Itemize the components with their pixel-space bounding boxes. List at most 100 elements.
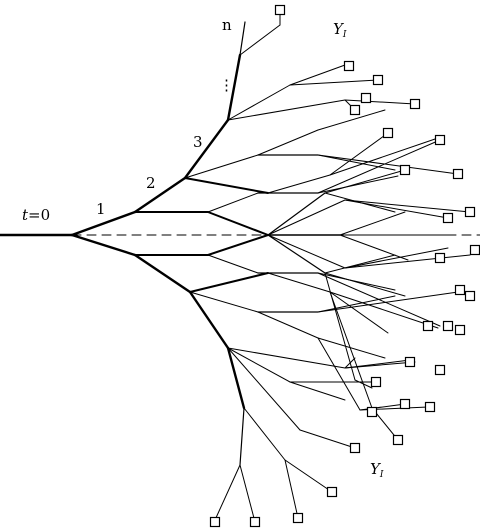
terminal-node (442, 320, 454, 332)
tree-edge (344, 199, 449, 219)
tree-edge (317, 154, 459, 175)
tree-edge (344, 247, 449, 269)
tree-edge (227, 347, 291, 383)
tree-edge (227, 99, 346, 121)
tree-edge (70, 233, 137, 257)
tree-edge (317, 272, 396, 291)
terminal-node (442, 212, 454, 224)
tree-edge (324, 169, 406, 194)
tree-edge (257, 129, 319, 156)
terminal-node (343, 60, 355, 72)
tree-edge (184, 154, 259, 179)
stage-label-3: 3 (193, 133, 203, 151)
terminal-node (326, 486, 338, 498)
tree-edge (239, 407, 245, 466)
tree-edge (183, 118, 230, 180)
tree-edge (214, 464, 241, 521)
tree-edge (239, 21, 246, 56)
tree-edge (324, 254, 396, 274)
tree-edge (329, 137, 439, 176)
tree-edge (207, 254, 259, 274)
tree-edge (239, 24, 281, 56)
terminal-node (424, 401, 436, 413)
tree-edge (184, 177, 269, 194)
tree-edge (189, 272, 269, 293)
tree-edge (339, 211, 406, 236)
terminal-node (464, 206, 476, 218)
tree-edge (207, 234, 269, 256)
terminal-node (399, 398, 411, 410)
tree-edge (207, 192, 259, 213)
tree-edge (267, 199, 346, 236)
tree-edge (227, 347, 301, 431)
tree-edge (317, 154, 396, 171)
stage-label-0: t=0 (22, 206, 50, 224)
tree-edge (267, 234, 326, 274)
tree-edge (344, 254, 471, 269)
tree-edge (289, 381, 346, 401)
terminal-nodes (209, 4, 480, 528)
tree-edge (227, 347, 346, 369)
terminal-node (399, 164, 411, 176)
terminal-node (409, 98, 421, 110)
tree-edge (226, 346, 246, 410)
tree-edge (354, 379, 373, 389)
terminal-node (292, 512, 304, 524)
terminal-node (249, 516, 261, 528)
tree-edge (329, 132, 389, 176)
tree-edge (257, 311, 319, 339)
tree-edge (344, 99, 416, 105)
terminal-label-bottom: YI (370, 460, 384, 480)
tree-edge (317, 291, 459, 313)
terminal-node (370, 376, 382, 388)
tree-edge (133, 176, 187, 214)
tree-edge (70, 210, 137, 237)
tree-edge (243, 407, 286, 461)
tree-edge (284, 459, 333, 493)
tree-edge (227, 84, 291, 121)
tree-edge (344, 359, 411, 369)
tree-edge (133, 253, 192, 294)
tree-edge (317, 109, 386, 131)
terminal-node (454, 324, 466, 336)
terminal-node (360, 92, 372, 104)
terminal-node (452, 168, 464, 180)
tree-edge (344, 199, 471, 213)
tree-edge (324, 272, 356, 381)
terminal-node (392, 434, 404, 446)
terminal-node (434, 134, 446, 146)
terminal-node (464, 290, 476, 302)
tree-edge (267, 272, 331, 293)
terminal-node (434, 364, 446, 376)
terminal-node (469, 244, 480, 256)
tree-edge (317, 295, 396, 313)
tree-edge (329, 291, 389, 334)
terminal-node (382, 127, 394, 139)
tree-edge (289, 64, 346, 86)
tree-edge (267, 234, 346, 269)
terminal-node (349, 442, 361, 454)
terminal-node (366, 406, 378, 418)
tree-edge (267, 174, 331, 194)
tree-edge (239, 464, 256, 523)
tree-edge (317, 175, 399, 194)
tree-edge (329, 291, 373, 409)
stage-label-ellipsis: ⋮ (219, 76, 234, 94)
stage-label-n: n (222, 16, 232, 34)
tree-edge (189, 291, 259, 313)
terminal-node (454, 284, 466, 296)
terminal-node (434, 252, 446, 264)
terminal-node (274, 4, 286, 16)
tree-edge (317, 337, 361, 411)
tree-edge (339, 234, 409, 261)
stage-label-2: 2 (146, 174, 156, 192)
terminal-label-top: YI (333, 20, 347, 40)
tree-edge (329, 291, 439, 329)
tree-edge (207, 211, 269, 236)
tree-edge (299, 429, 356, 449)
tree-edges (70, 9, 471, 523)
tree-edge (188, 290, 230, 350)
tree-edge (317, 337, 386, 359)
terminal-node (209, 516, 221, 528)
